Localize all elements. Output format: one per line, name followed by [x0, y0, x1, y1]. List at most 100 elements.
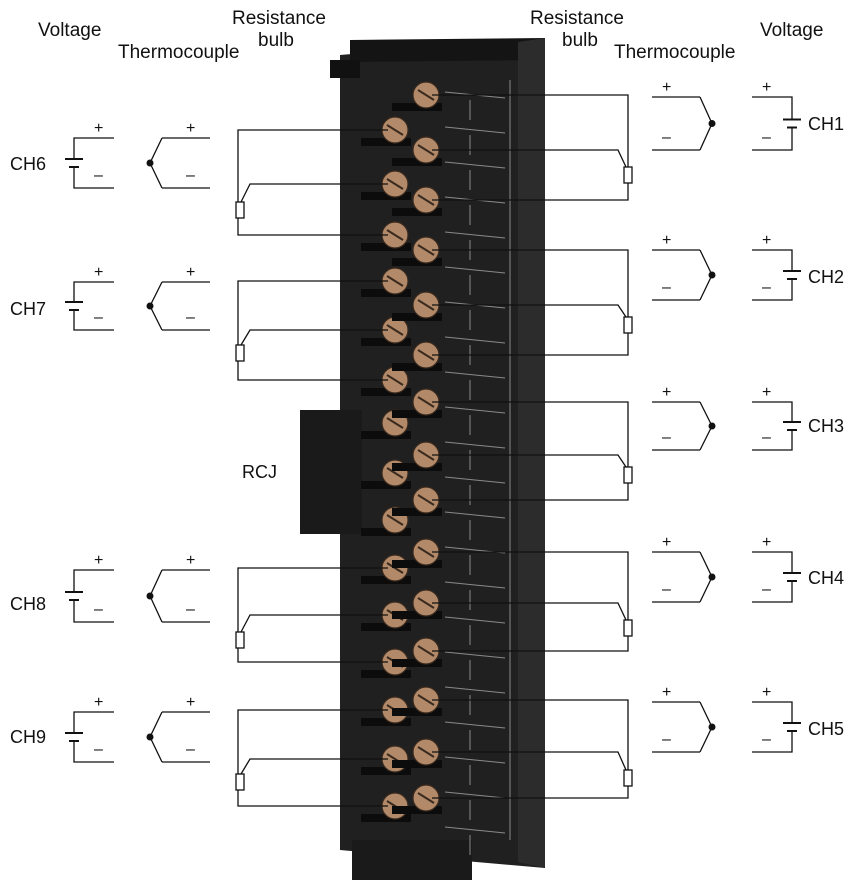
resistance-wire-left: [237, 129, 388, 202]
header-resistance-right-1: Resistance: [530, 8, 624, 29]
screw-slot: [417, 546, 435, 558]
screw-rail: [392, 708, 442, 716]
resistance-bulb-element: [235, 631, 245, 649]
resistance-wire-right: [432, 149, 627, 168]
channel-label-ch4: CH4: [808, 568, 844, 588]
minus-sign: –: [94, 601, 103, 618]
plus-sign: +: [762, 384, 771, 401]
minus-sign: –: [186, 309, 195, 326]
voltage-source-symbol: +–: [65, 120, 114, 189]
screw-rail: [361, 767, 411, 775]
marking-line: [444, 406, 506, 414]
marking-line: [444, 581, 506, 589]
screw-rail: [392, 560, 442, 568]
marking-line: [444, 161, 506, 169]
minus-sign: –: [662, 279, 671, 296]
screw-rail: [361, 192, 411, 200]
screw-slot: [417, 746, 435, 758]
resistance-bulb-element: [235, 344, 245, 362]
resistance-wire-right: [432, 183, 629, 201]
screw-rail: [361, 576, 411, 584]
screw-slot: [386, 374, 404, 386]
minus-sign: –: [94, 309, 103, 326]
plus-sign: +: [186, 264, 195, 281]
resistance-wire-left: [237, 790, 388, 807]
voltage-wire-plus: [73, 281, 114, 302]
plus-sign: +: [662, 232, 671, 249]
thermocouple-symbol: +–: [652, 384, 716, 451]
minus-sign: –: [94, 167, 103, 184]
screw-rail: [392, 806, 442, 814]
terminal-screw: [392, 136, 442, 166]
voltage-wire-minus: [73, 167, 114, 189]
voltage-wire-plus: [752, 401, 793, 422]
screw-slot: [417, 299, 435, 311]
resistance-wire-right: [432, 551, 629, 620]
plus-sign: +: [762, 232, 771, 249]
resistance-wire-left: [237, 648, 388, 663]
resistance-wire-right: [432, 751, 627, 771]
header-thermocouple-right: Thermocouple: [614, 42, 735, 63]
rcj-sensor-housing: [300, 410, 362, 534]
resistance-bulb-element: [623, 769, 633, 787]
minus-sign: –: [662, 429, 671, 446]
voltage-wire-plus: [73, 137, 114, 159]
thermocouple-symbol: +–: [652, 684, 716, 753]
screw-rail: [361, 388, 411, 396]
voltage-wire-minus: [73, 741, 114, 763]
channel-label-ch8: CH8: [10, 594, 46, 614]
screw-rail: [392, 363, 442, 371]
screw-slot: [417, 396, 435, 408]
screw-rail: [361, 138, 411, 146]
voltage-wire-plus: [752, 249, 793, 271]
screw-rail: [392, 313, 442, 321]
wiring: [235, 94, 633, 807]
resistance-wire-right: [432, 304, 627, 318]
thermocouple-symbol: +–: [146, 552, 210, 623]
plus-sign: +: [662, 684, 671, 701]
minus-sign: –: [662, 731, 671, 748]
screw-rail: [392, 208, 442, 216]
channel-label-ch9: CH9: [10, 727, 46, 747]
thermocouple-junction: [708, 120, 716, 127]
plus-sign: +: [186, 694, 195, 711]
resistance-wire-left: [237, 567, 388, 632]
voltage-wire-plus: [752, 96, 793, 120]
minus-sign: –: [186, 601, 195, 618]
screw-slot: [386, 417, 404, 429]
marking-line: [444, 651, 506, 659]
thermocouple-junction: [146, 592, 154, 600]
screw-slot: [417, 449, 435, 461]
resistance-bulb-element: [623, 619, 633, 637]
voltage-source-symbol: +–: [65, 694, 114, 763]
resistance-wire-right: [432, 94, 629, 167]
marking-line: [444, 686, 506, 694]
screw-rail: [361, 670, 411, 678]
header-resistance-right-2: bulb: [562, 30, 598, 51]
screw-slot: [417, 349, 435, 361]
screw-rail: [361, 243, 411, 251]
marking-line: [444, 476, 506, 484]
voltage-source-symbol: +–: [752, 79, 801, 151]
screw-slot: [386, 275, 404, 287]
channel-label-ch1: CH1: [808, 114, 844, 134]
plus-sign: +: [762, 684, 771, 701]
resistance-bulb-element: [235, 773, 245, 791]
plus-sign: +: [94, 552, 103, 569]
thermocouple-junction: [146, 159, 154, 167]
screw-rail: [361, 623, 411, 631]
plus-sign: +: [762, 534, 771, 551]
resistance-bulb-element: [235, 201, 245, 219]
thermocouple-symbol: +–: [652, 79, 716, 151]
terminal-screws: [361, 81, 442, 822]
screw-slot: [417, 694, 435, 706]
minus-sign: –: [186, 741, 195, 758]
marking-line: [444, 826, 506, 834]
voltage-wire-minus: [752, 430, 793, 451]
resistance-wire-right: [432, 454, 627, 468]
resistance-wire-right: [432, 483, 629, 501]
marking-line: [444, 756, 506, 764]
terminal-screw: [392, 236, 442, 266]
screw-slot: [386, 229, 404, 241]
screw-rail: [392, 659, 442, 667]
